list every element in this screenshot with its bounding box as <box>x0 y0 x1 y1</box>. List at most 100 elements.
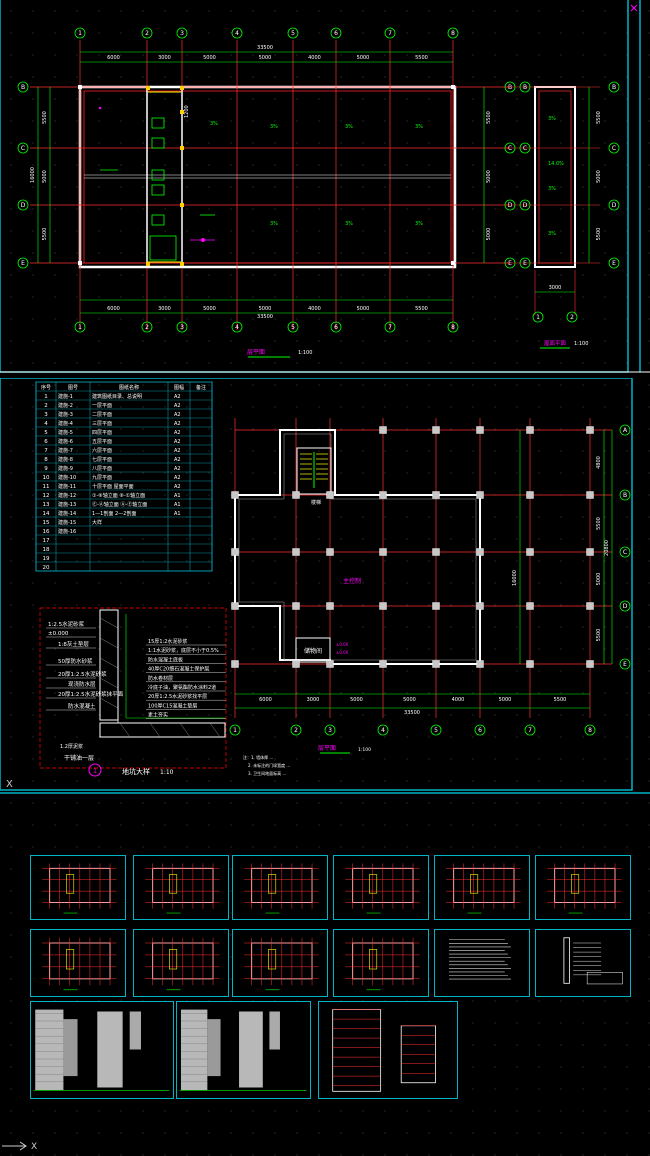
room-label: 3% <box>415 221 423 227</box>
sheet-thumbnail[interactable] <box>30 929 126 997</box>
column <box>432 491 440 499</box>
axis-bubble-right: C <box>619 546 631 558</box>
dimension-top: 5000 <box>259 55 272 61</box>
total-dimension-bottom: 33500 <box>257 314 273 320</box>
mini-axis-left: C <box>519 142 531 154</box>
sheet-thumbnail[interactable] <box>535 855 631 920</box>
svg-text:±0.00: ±0.00 <box>336 650 349 655</box>
column <box>526 660 534 668</box>
svg-text:C: C <box>523 145 527 152</box>
mini-plan-scale: 1:100 <box>574 341 588 347</box>
svg-text:建施-1: 建施-1 <box>58 393 73 400</box>
mini-axis-left: D <box>519 199 531 211</box>
axis-bubble-bottom: 6 <box>330 321 342 333</box>
svg-text:20: 20 <box>43 565 50 571</box>
sheet-thumbnail[interactable] <box>30 1001 174 1099</box>
dimension-bottom: 5000 <box>259 306 272 312</box>
svg-text:3: 3 <box>180 324 184 331</box>
column <box>379 660 387 668</box>
column <box>586 426 594 434</box>
svg-text:7: 7 <box>388 324 392 331</box>
column <box>526 602 534 610</box>
detail-misc: 1.2厚泥浆 <box>60 743 83 750</box>
sheet-thumbnail[interactable] <box>30 855 126 920</box>
plan-title-2: 层平面 <box>318 745 336 752</box>
detail-right-note: 防水混凝土底板 <box>148 656 183 663</box>
sheet-thumbnail[interactable] <box>133 855 229 920</box>
axis-bubble-bottom: 8 <box>584 724 596 736</box>
sheet-thumbnail[interactable] <box>535 929 631 997</box>
column <box>526 426 534 434</box>
table-row: 18 <box>43 547 50 553</box>
svg-text:7: 7 <box>528 727 532 734</box>
svg-text:C: C <box>21 145 25 152</box>
sheet-thumbnail[interactable] <box>333 929 429 997</box>
detail-right-note: 40厚C20细石混凝土保护层 <box>148 666 209 673</box>
dimension-top: 5500 <box>415 55 428 61</box>
svg-text:1: 1 <box>233 727 237 734</box>
axis-bubble-top: 7 <box>384 27 396 39</box>
column <box>326 491 334 499</box>
column <box>379 491 387 499</box>
sheet-thumbnail[interactable] <box>133 929 229 997</box>
sheet-thumbnail[interactable] <box>176 1001 311 1099</box>
room-label: 3% <box>345 124 353 130</box>
svg-text:3%: 3% <box>548 186 556 192</box>
column <box>292 660 300 668</box>
svg-text:5500: 5500 <box>596 228 602 241</box>
column <box>432 602 440 610</box>
detail-right-note: 15厚1:2水泥砂浆 <box>148 638 187 645</box>
dimension-right: 5000 <box>486 170 492 183</box>
column <box>231 602 239 610</box>
svg-text:建施-10: 建施-10 <box>58 474 76 481</box>
table-header: 图幅 <box>174 384 184 391</box>
sheet-thumbnail[interactable] <box>232 855 328 920</box>
axis-bubble-bottom: 7 <box>524 724 536 736</box>
mini-axis-right: E <box>608 257 620 269</box>
svg-text:14.0%: 14.0% <box>548 161 564 167</box>
plan-note: 2. 未标注的门垛宽度 … <box>248 762 290 768</box>
ucs-icon: X <box>6 779 13 790</box>
svg-text:D: D <box>508 202 513 209</box>
svg-text:A2: A2 <box>174 475 181 481</box>
plan-total-bottom: 33500 <box>404 710 420 716</box>
svg-text:8: 8 <box>451 324 455 331</box>
column <box>586 491 594 499</box>
sheet-thumbnail[interactable] <box>434 929 530 997</box>
sheet-thumbnail[interactable] <box>434 855 530 920</box>
sheet-thumbnail[interactable] <box>232 929 328 997</box>
column <box>586 602 594 610</box>
column <box>432 548 440 556</box>
detail-bubble <box>88 763 102 777</box>
svg-text:B: B <box>523 84 527 91</box>
column <box>379 426 387 434</box>
axis-bubble-left: C <box>17 142 29 154</box>
detail-title: 地坑大样 <box>122 767 150 776</box>
svg-text:建施-3: 建施-3 <box>58 411 73 418</box>
dimension-bottom: 5500 <box>415 306 428 312</box>
axis-bubble-bottom: 4 <box>231 321 243 333</box>
sheet-thumbnail[interactable] <box>318 1001 458 1099</box>
sheet-thumbnail[interactable] <box>333 855 429 920</box>
svg-text:A2: A2 <box>174 466 181 472</box>
plan-note: 3. 卫生间地面标高 … <box>248 770 286 776</box>
svg-text:3: 3 <box>328 727 332 734</box>
mini-plan-title: 屋面平面 <box>544 340 567 347</box>
column <box>476 548 484 556</box>
svg-text:4: 4 <box>235 30 239 37</box>
axis-bubble-left: E <box>17 257 29 269</box>
svg-text:Ⓔ-Ⓐ轴立面 Ⓐ-Ⓔ轴立面: Ⓔ-Ⓐ轴立面 Ⓐ-Ⓔ轴立面 <box>92 501 147 508</box>
svg-text:建施-8: 建施-8 <box>58 456 73 463</box>
svg-text:建施-6: 建施-6 <box>58 438 73 445</box>
dimension-right: 5000 <box>596 573 602 586</box>
table-row: 17 <box>43 538 50 544</box>
svg-text:3%: 3% <box>548 116 556 122</box>
table-row: 19 <box>43 556 50 562</box>
svg-text:A2: A2 <box>174 403 181 409</box>
dimension-right: 5500 <box>596 629 602 642</box>
axis-bubble-top: 3 <box>176 27 188 39</box>
table-header: 备注 <box>196 384 206 391</box>
